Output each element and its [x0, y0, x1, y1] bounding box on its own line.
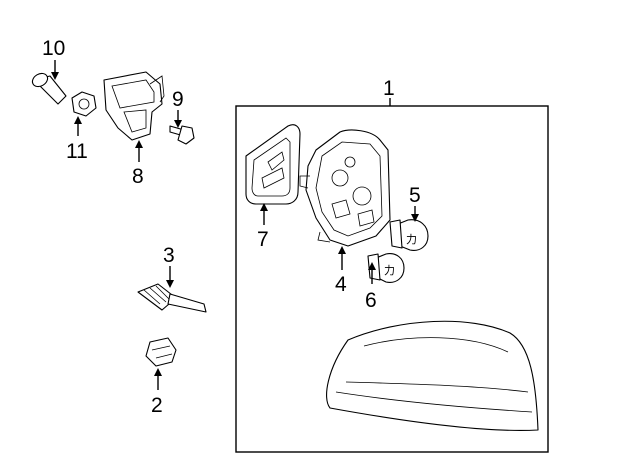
bulb-small: 力	[367, 253, 405, 283]
svg-text:力: 力	[384, 264, 395, 277]
push-in-retainer	[31, 72, 67, 105]
assembly-box	[235, 105, 549, 453]
callout-2: 2	[151, 394, 163, 417]
wiring-harness	[137, 283, 207, 313]
bolt	[169, 125, 195, 145]
callout-3: 3	[163, 244, 175, 267]
callout-6: 6	[365, 289, 377, 312]
callout-11: 11	[66, 140, 88, 163]
nut	[71, 91, 97, 117]
callout-5: 5	[409, 184, 421, 207]
svg-text:力: 力	[406, 233, 417, 246]
callout-8: 8	[132, 165, 144, 188]
callout-10: 10	[42, 37, 65, 60]
callout-1: 1	[383, 77, 395, 100]
bulb-large: 力	[389, 219, 429, 251]
clip	[145, 337, 177, 367]
tail-lamp-lens	[326, 320, 539, 432]
callout-9: 9	[172, 88, 184, 111]
bulb-socket-housing	[299, 129, 391, 247]
callout-7: 7	[257, 228, 269, 251]
mounting-bracket	[103, 71, 165, 141]
callout-4: 4	[335, 273, 347, 296]
gasket	[245, 124, 301, 205]
